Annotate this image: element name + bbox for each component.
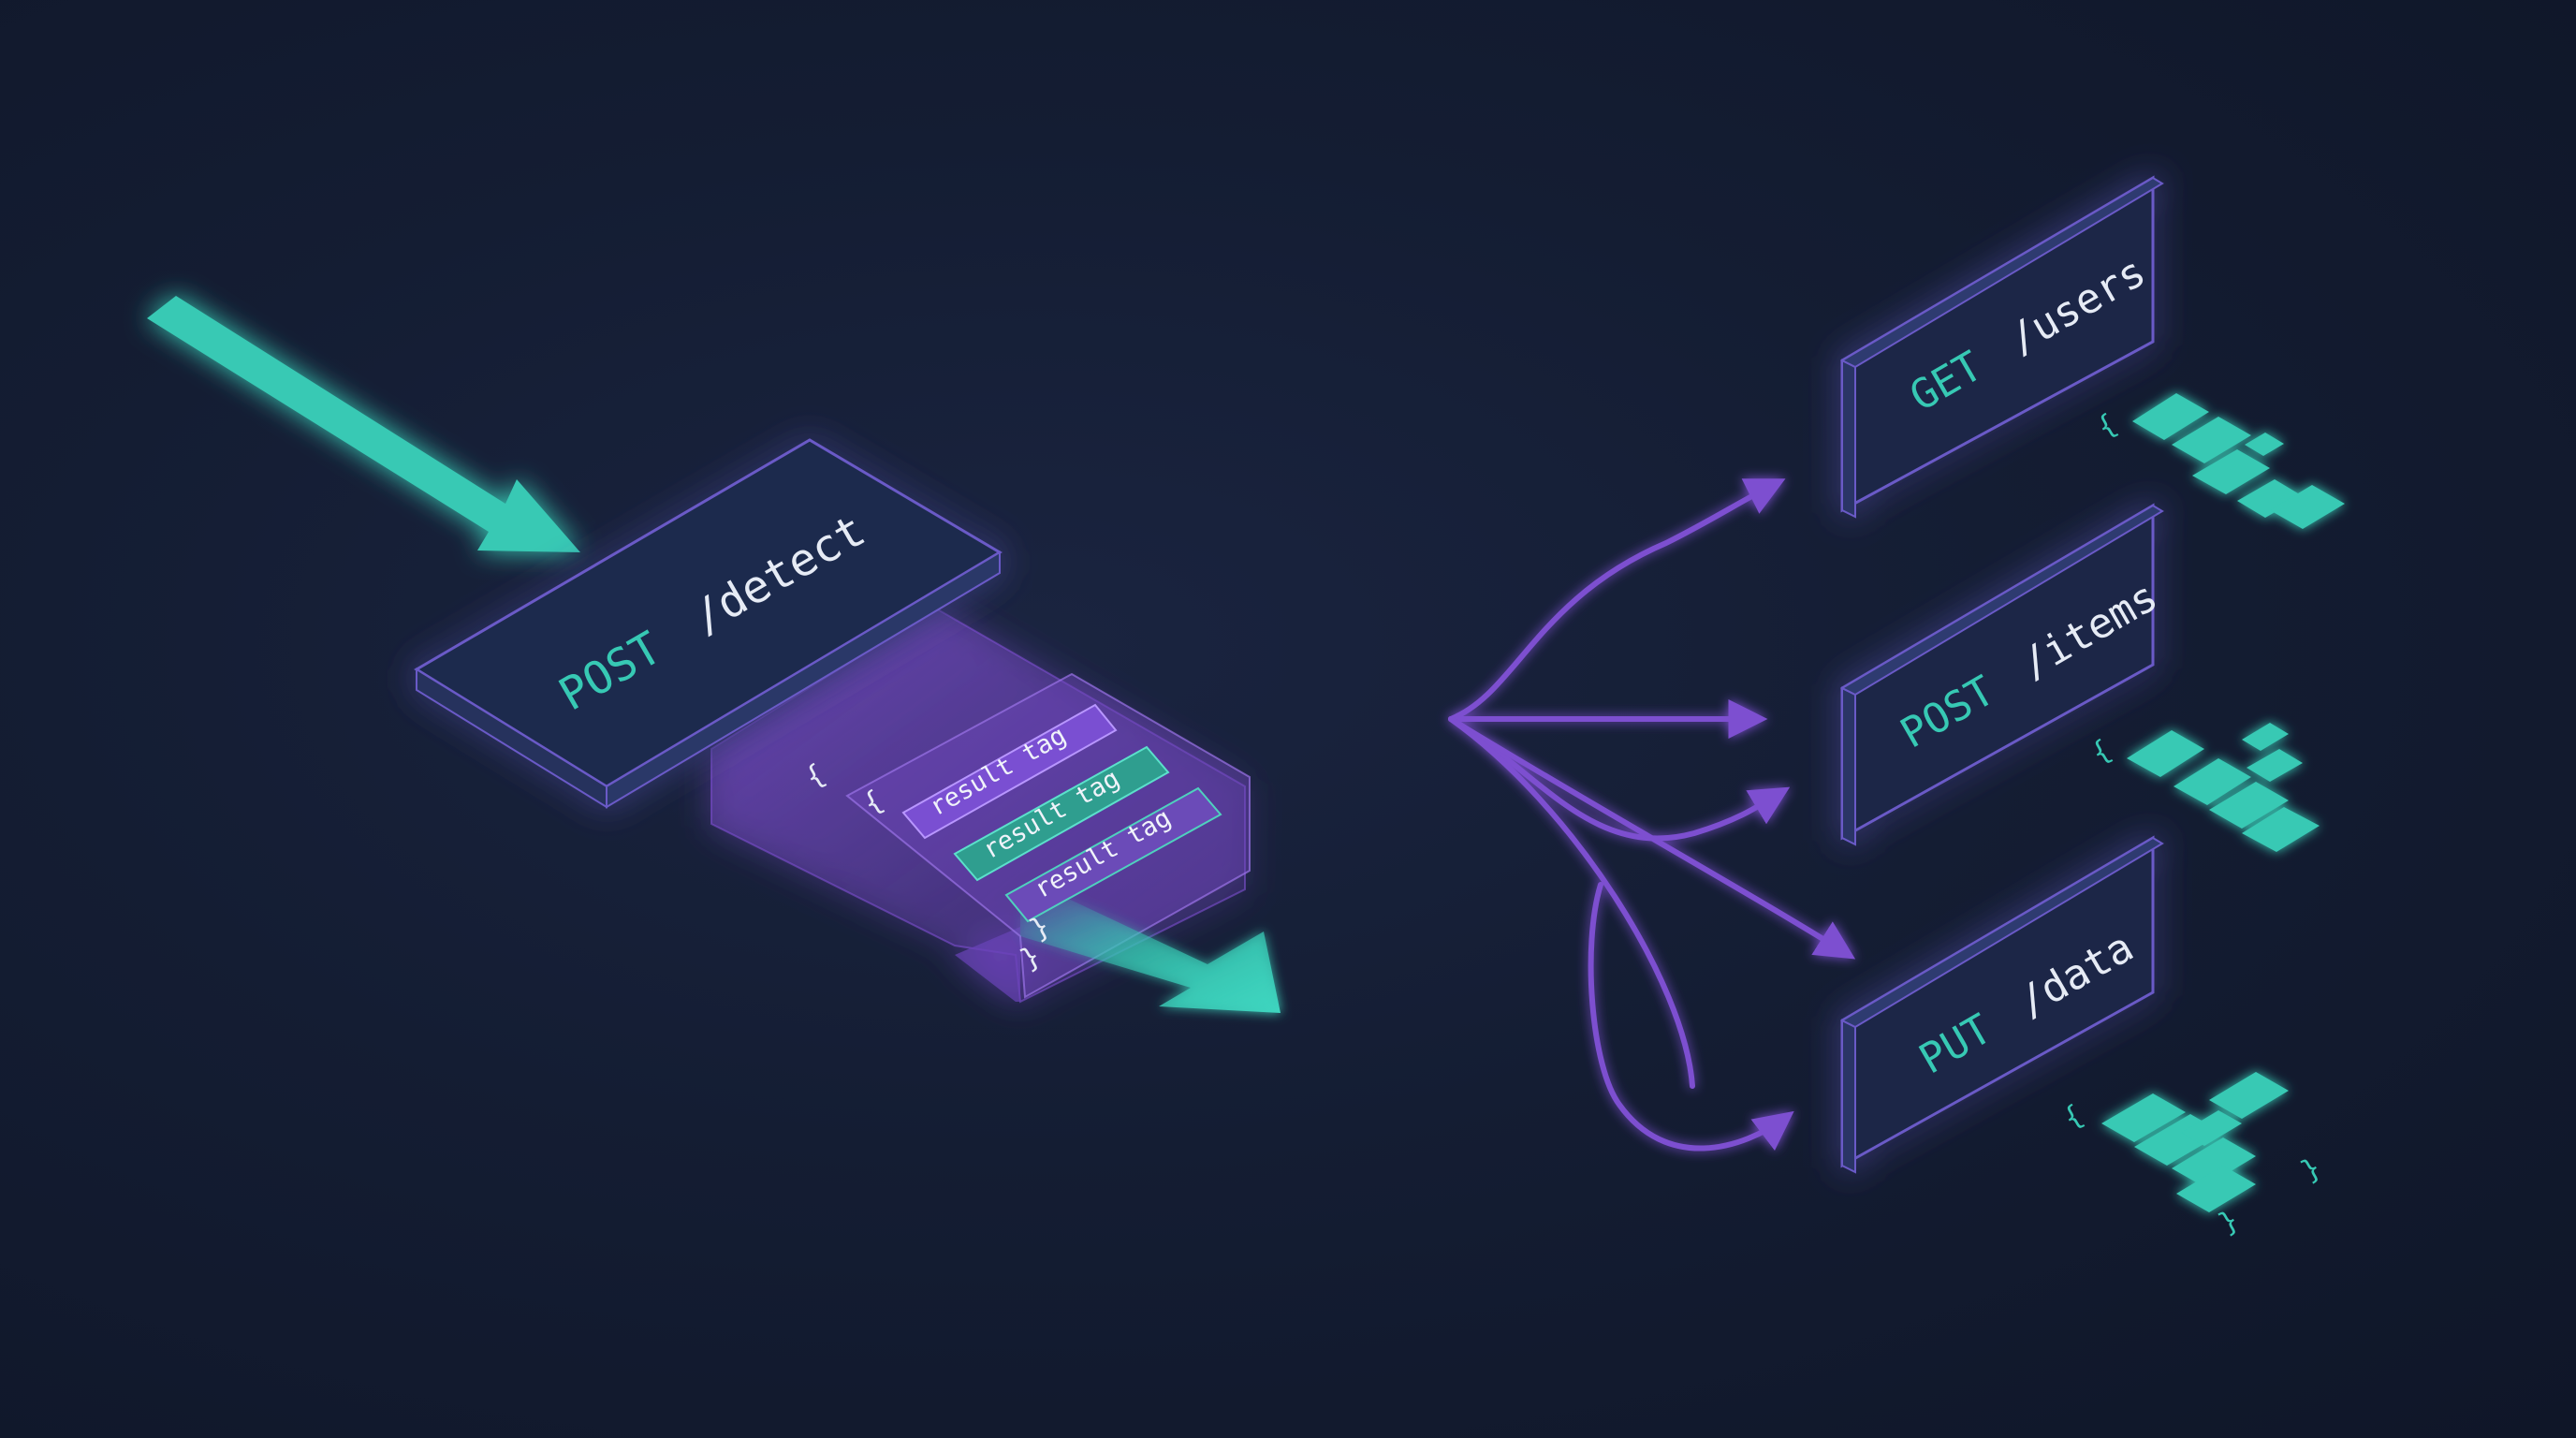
route-to-users xyxy=(1448,478,1786,722)
response-blocks-data xyxy=(2101,1072,2289,1212)
outgoing-result-arrow xyxy=(1020,889,1281,1013)
response-brace-items: { xyxy=(2086,734,2117,770)
svg-text:{: { xyxy=(2092,408,2123,445)
svg-text:}: } xyxy=(2214,1204,2245,1240)
route-to-data xyxy=(1448,716,1856,960)
svg-text:}: } xyxy=(2296,1152,2327,1188)
response-brace-data-close-2: } xyxy=(2214,1204,2245,1240)
response-brace-data-open: { xyxy=(2058,1099,2089,1136)
endpoint-card-items[interactable] xyxy=(1839,503,2164,846)
route-loop-to-data xyxy=(1588,882,1794,1152)
response-brace-users: { xyxy=(2092,408,2123,445)
response-blocks-users xyxy=(2132,393,2345,529)
endpoint-card-users[interactable] xyxy=(1839,175,2164,519)
endpoint-card-data[interactable] xyxy=(1839,835,2164,1174)
svg-text:{: { xyxy=(2058,1099,2089,1136)
incoming-arrow xyxy=(147,296,580,552)
svg-text:{: { xyxy=(2086,734,2117,770)
response-blocks-items xyxy=(2127,723,2320,852)
route-to-data-lower xyxy=(1448,716,1695,1089)
source-endpoint-card[interactable] xyxy=(414,438,1003,809)
response-brace-data-close-1: } xyxy=(2296,1152,2327,1188)
routing-connectors xyxy=(1448,478,1856,1152)
